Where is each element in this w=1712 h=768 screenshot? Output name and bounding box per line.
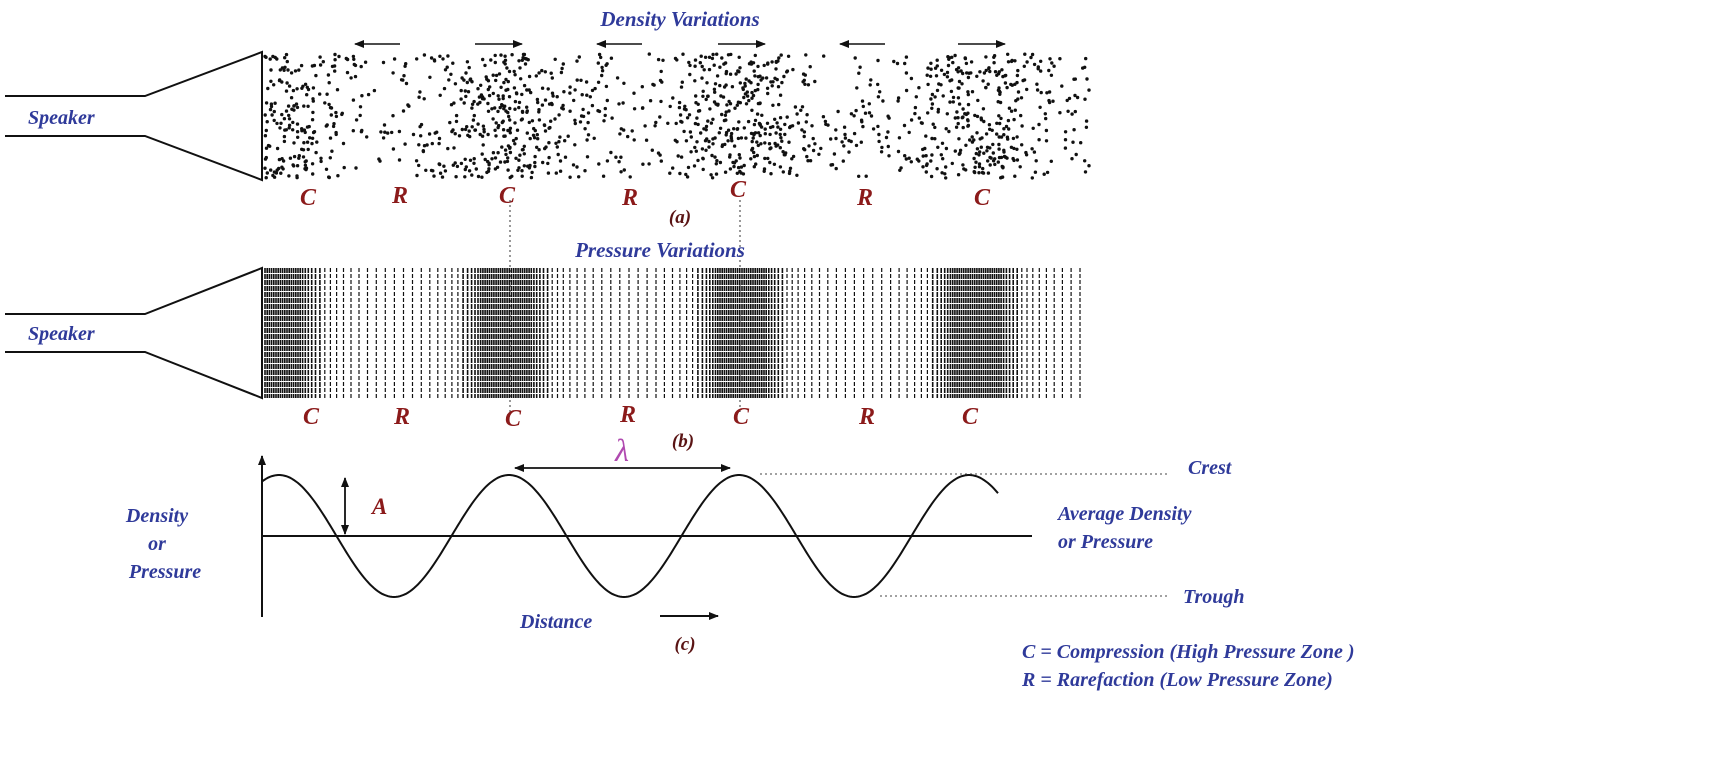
panel-waveform: A λ Crest Trough Density or Pressure Ave…	[125, 432, 1245, 655]
y-axis-label-line3: Pressure	[128, 561, 201, 583]
zone-label: C	[499, 183, 516, 209]
legend: C = Compression (High Pressure Zone ) R …	[1021, 641, 1355, 691]
x-axis-label: Distance	[519, 611, 592, 633]
zone-label: R	[393, 404, 410, 430]
pressure-bars	[264, 268, 1081, 398]
caption-c: (c)	[674, 634, 695, 655]
zone-label: C	[733, 404, 750, 430]
sine-wave	[261, 474, 999, 599]
panel-pressure: Pressure Variations Speaker C R C R C R …	[5, 238, 1081, 452]
zone-labels: C R C R C R C	[300, 177, 991, 211]
zone-label: R	[856, 185, 873, 211]
average-label-line2: or Pressure	[1058, 531, 1153, 553]
particle-field	[263, 52, 1091, 180]
zone-label: C	[974, 185, 991, 211]
density-title: Density Variations	[599, 7, 759, 31]
zone-label: R	[621, 185, 638, 211]
panel-density: Density Variations Speaker C R C R C R C…	[5, 7, 1091, 228]
speaker-icon	[5, 266, 263, 400]
crest-label: Crest	[1188, 457, 1233, 479]
speaker-label: Speaker	[28, 107, 95, 129]
zone-labels: C R C R C R C	[303, 402, 979, 432]
legend-compression: C = Compression (High Pressure Zone )	[1022, 641, 1355, 663]
zone-label: C	[505, 406, 522, 432]
speaker-icon	[5, 50, 263, 182]
zone-label: C	[730, 177, 747, 203]
zone-label: R	[858, 404, 875, 430]
speaker-label: Speaker	[28, 323, 95, 345]
legend-rarefaction: R = Rarefaction (Low Pressure Zone)	[1021, 669, 1333, 691]
zone-label: C	[303, 404, 320, 430]
zone-label: R	[391, 183, 408, 209]
y-axis-label-line2: or	[148, 533, 166, 555]
average-label-line1: Average Density	[1056, 503, 1192, 525]
caption-b: (b)	[672, 431, 694, 452]
zone-label: R	[619, 402, 636, 428]
zone-label: C	[300, 185, 317, 211]
pressure-title: Pressure Variations	[574, 238, 745, 262]
alignment-guides	[509, 200, 741, 412]
zone-label: C	[962, 404, 979, 430]
wavelength-symbol: λ	[614, 432, 629, 468]
amplitude-label: A	[370, 494, 387, 519]
y-axis-label-line1: Density	[125, 505, 188, 527]
trough-label: Trough	[1183, 586, 1245, 608]
caption-a: (a)	[669, 207, 691, 228]
